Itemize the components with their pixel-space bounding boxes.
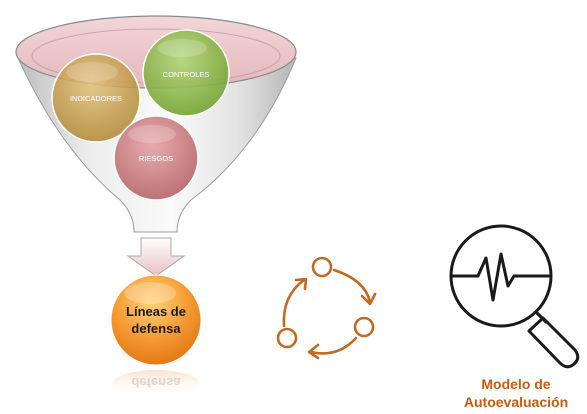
lineas-de-defensa-line2: defensa — [131, 321, 181, 336]
lineas-de-defensa-reflection: defensa — [112, 370, 200, 398]
down-arrow-icon — [126, 237, 186, 277]
cycle-arrows-icon — [276, 256, 377, 360]
bubble-controles: CONTROLES — [142, 29, 230, 117]
modelo-label-line2: Autoevaluación — [464, 394, 568, 410]
reflection-text: defensa — [131, 375, 181, 390]
bubble-riesgos: RIESGOS — [113, 115, 199, 201]
magnifier-waveform-icon — [449, 224, 580, 369]
bubble-indicadores-label: INDICADORES — [70, 94, 122, 103]
lineas-de-defensa-node: Líneas de defensa — [110, 274, 202, 366]
funnel: INDICADORES CONTROLES RIESGOS — [15, 15, 297, 233]
bubble-controles-label: CONTROLES — [163, 70, 210, 79]
bubble-indicadores: INDICADORES — [51, 53, 141, 143]
modelo-label-line1: Modelo de — [481, 376, 550, 392]
lineas-de-defensa-line1: Líneas de — [126, 304, 186, 319]
bubble-riesgos-label: RIESGOS — [139, 154, 173, 163]
